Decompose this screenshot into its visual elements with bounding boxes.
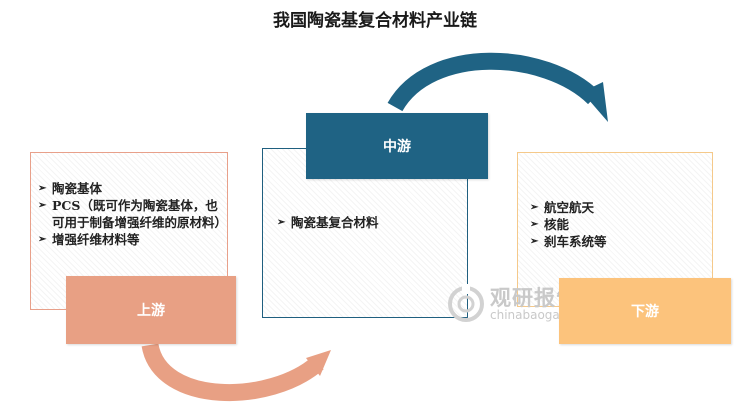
upstream-label: 上游 bbox=[66, 276, 236, 344]
downstream-list: 航空航天 核能 刹车系统等 bbox=[530, 199, 710, 250]
downstream-label: 下游 bbox=[559, 278, 731, 344]
list-item: 航空航天 bbox=[530, 199, 710, 216]
list-item: 刹车系统等 bbox=[530, 233, 710, 250]
midstream-list: 陶瓷基复合材料 bbox=[277, 214, 467, 231]
upper-curved-arrow bbox=[387, 52, 600, 112]
list-item: 陶瓷基复合材料 bbox=[277, 214, 467, 231]
list-item: PCS（既可作为陶瓷基体，也可用于制备增强纤维的原材料） bbox=[38, 197, 228, 231]
watermark-logo-icon bbox=[448, 284, 484, 322]
lower-curved-arrow bbox=[141, 342, 324, 401]
lower-arrow-head bbox=[306, 350, 331, 376]
diagram-title: 我国陶瓷基复合材料产业链 bbox=[273, 11, 477, 31]
midstream-label: 中游 bbox=[306, 113, 488, 179]
list-item: 增强纤维材料等 bbox=[38, 231, 228, 248]
list-item: 核能 bbox=[530, 216, 710, 233]
upper-arrow-head bbox=[582, 82, 608, 122]
list-item: 陶瓷基体 bbox=[38, 180, 228, 197]
upstream-list: 陶瓷基体 PCS（既可作为陶瓷基体，也可用于制备增强纤维的原材料） 增强纤维材料… bbox=[38, 180, 228, 248]
